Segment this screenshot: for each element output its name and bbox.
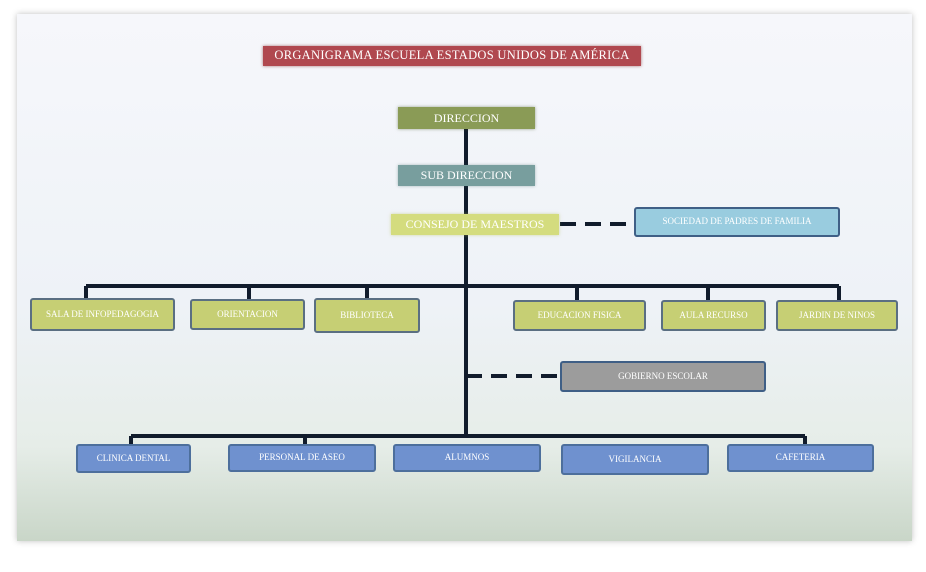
consejo-maestros-node: CONSEJO DE MAESTROS: [391, 214, 559, 235]
dept-aula-recurso: AULA RECURSO: [661, 300, 766, 331]
gobierno-escolar-node: GOBIERNO ESCOLAR: [560, 361, 766, 392]
service-personal-aseo: PERSONAL DE ASEO: [228, 444, 376, 472]
service-clinica-dental: CLINICA DENTAL: [76, 444, 191, 473]
direccion-node: DIRECCION: [398, 107, 535, 129]
sociedad-padres-node: SOCIEDAD DE PADRES DE FAMILIA: [634, 207, 840, 237]
dept-jardin-ninos: JARDIN DE NINOS: [776, 300, 898, 331]
dept-educacion-fisica: EDUCACION FISICA: [513, 300, 646, 331]
dept-biblioteca: BIBLIOTECA: [314, 298, 420, 333]
dept-sala-infopedagogia: SALA DE INFOPEDAGOGIA: [30, 298, 175, 331]
service-cafeteria: CAFETERIA: [727, 444, 874, 472]
sub-direccion-node: SUB DIRECCION: [398, 165, 535, 186]
dept-orientacion: ORIENTACION: [190, 299, 305, 330]
org-chart-title: ORGANIGRAMA ESCUELA ESTADOS UNIDOS DE AM…: [263, 46, 641, 66]
service-alumnos: ALUMNOS: [393, 444, 541, 472]
service-vigilancia: VIGILANCIA: [561, 444, 709, 475]
